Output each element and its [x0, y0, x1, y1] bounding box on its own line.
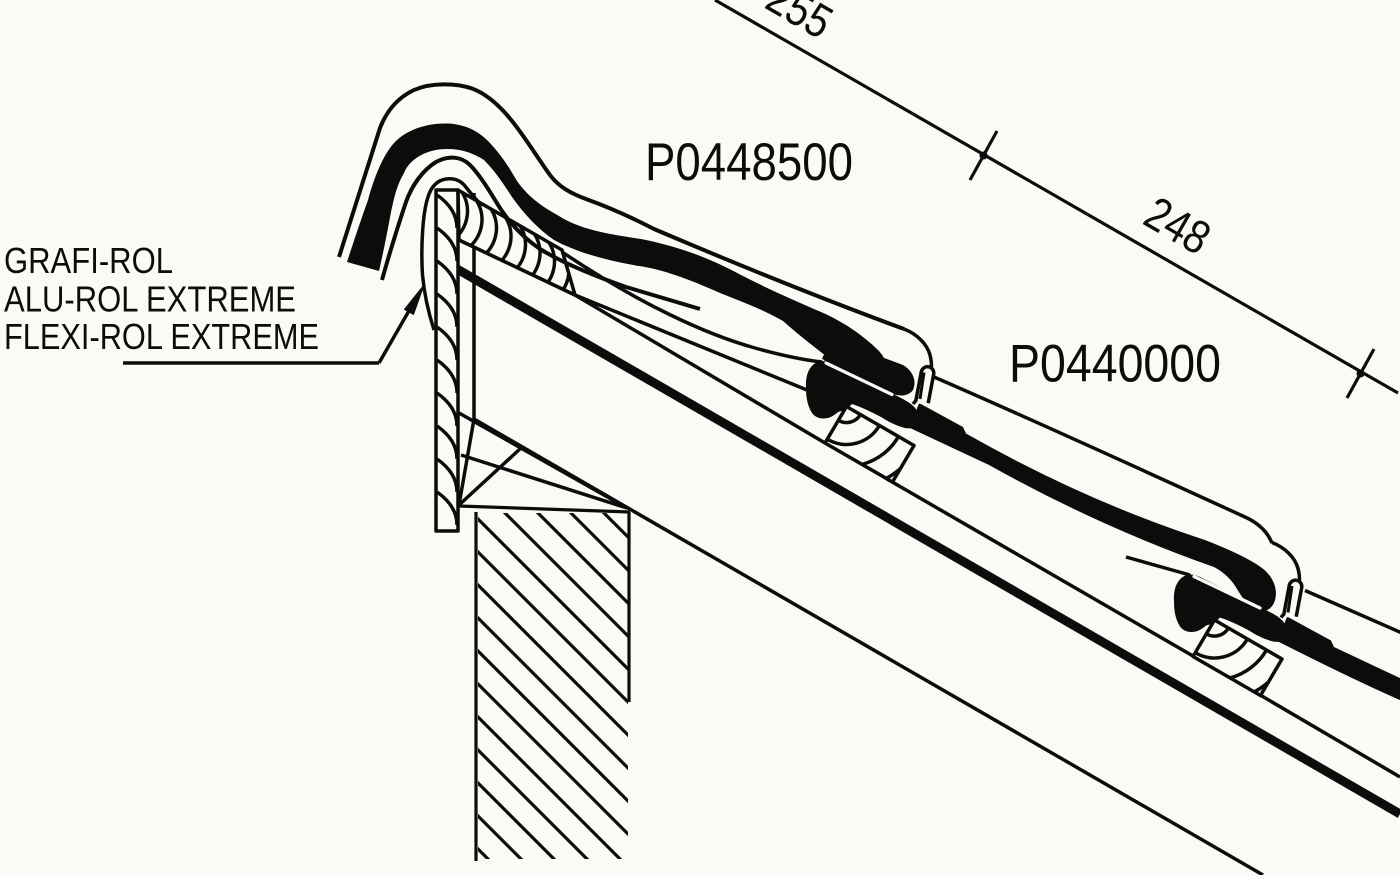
svg-text:P0440000: P0440000 — [1009, 335, 1221, 394]
svg-text:FLEXI-ROL EXTREME: FLEXI-ROL EXTREME — [4, 316, 319, 357]
svg-text:255: 255 — [758, 0, 842, 49]
svg-text:ALU-ROL EXTREME: ALU-ROL EXTREME — [4, 279, 296, 320]
svg-text:P0448500: P0448500 — [645, 133, 853, 192]
svg-text:GRAFI-ROL: GRAFI-ROL — [4, 240, 173, 281]
svg-text:248: 248 — [1136, 186, 1220, 265]
